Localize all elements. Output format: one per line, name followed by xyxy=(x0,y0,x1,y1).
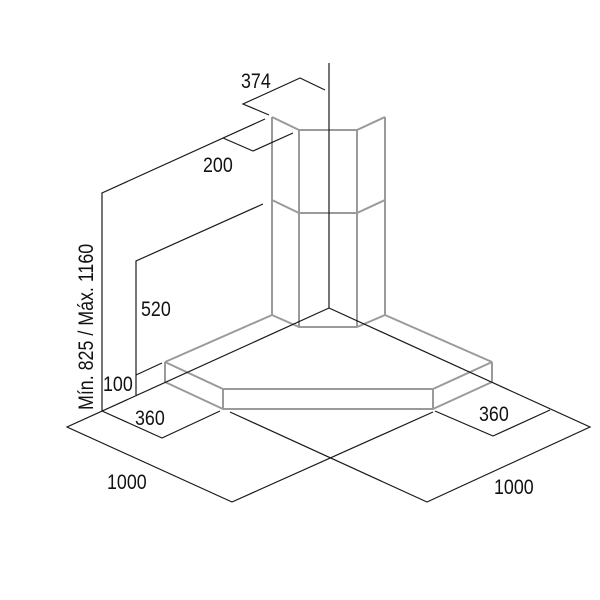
canopy-bottom-front xyxy=(164,381,493,410)
chimney-width-label: 374 xyxy=(241,70,271,94)
canopy-back-right xyxy=(384,314,493,363)
chimney-depth-label: 200 xyxy=(203,154,233,178)
total-height-label: Mín. 825 / Máx. 1160 xyxy=(75,244,99,410)
hood-outline xyxy=(164,116,493,410)
canopy-back-left xyxy=(164,314,273,363)
chimney-bottom-edge xyxy=(271,314,386,328)
canopy-height-tick xyxy=(135,362,163,376)
chimney-mid-joint xyxy=(271,199,386,214)
left-depth-dimension xyxy=(101,410,221,439)
right-depth-label: 360 xyxy=(479,403,509,427)
left-width-dimension xyxy=(65,307,434,503)
left-depth-label: 360 xyxy=(135,407,165,431)
lower-height-label: 520 xyxy=(141,298,171,322)
dimension-lines xyxy=(65,63,592,503)
chimney-width-dimension xyxy=(241,77,326,116)
canopy-top-front xyxy=(164,361,493,390)
chimney-top-edge xyxy=(271,116,386,131)
right-depth-dimension xyxy=(434,409,551,437)
right-width-label: 1000 xyxy=(494,476,534,500)
right-width-dimension xyxy=(229,307,592,503)
lower-height-dimension xyxy=(135,203,264,395)
total-height-dimension xyxy=(101,118,266,411)
left-width-label: 1000 xyxy=(107,471,147,495)
canopy-height-label: 100 xyxy=(103,373,133,397)
chimney-depth-dimension xyxy=(222,132,294,152)
